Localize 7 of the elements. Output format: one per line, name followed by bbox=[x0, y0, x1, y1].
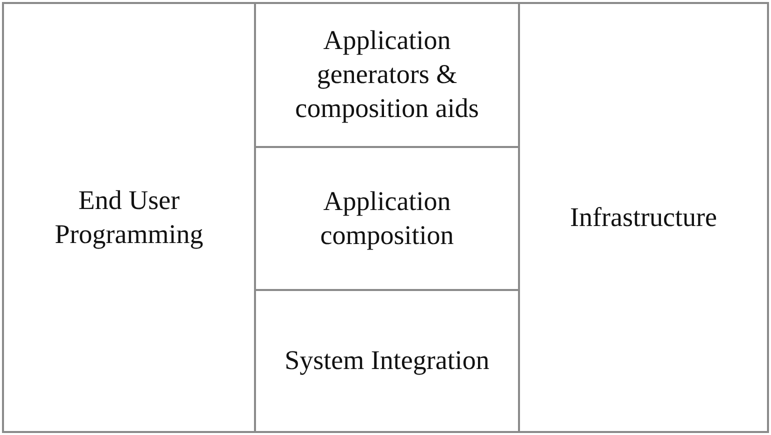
box-label: System Integration bbox=[284, 344, 490, 378]
box-label: Application composition bbox=[319, 184, 455, 252]
box-label: Infrastructure bbox=[570, 200, 717, 234]
text-box bbox=[2, 2, 256, 433]
box-label: Application generators & composition aids bbox=[294, 24, 480, 125]
text-box bbox=[518, 2, 769, 433]
box-label: End User Programming bbox=[54, 184, 204, 251]
